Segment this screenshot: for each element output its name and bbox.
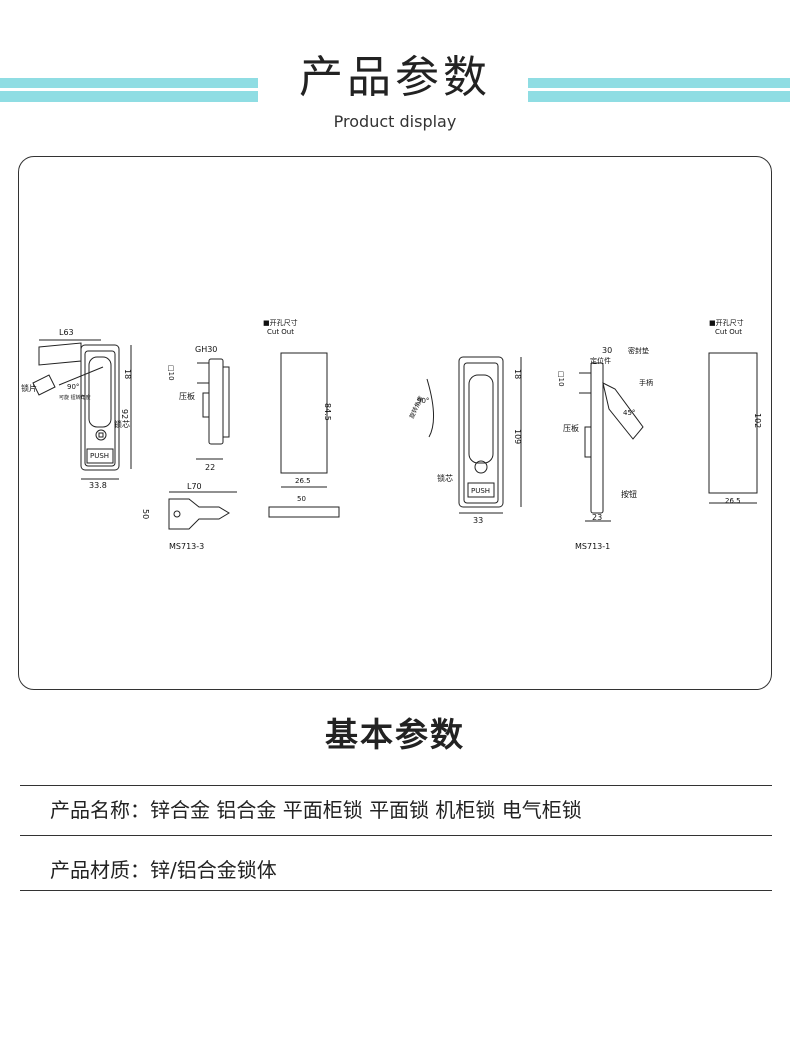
- param-row-material: 产品材质：锌/铝合金锁体: [50, 856, 277, 884]
- dim-92: 92: [120, 409, 129, 419]
- dim-109: 109: [513, 429, 522, 444]
- divider-1: [20, 785, 772, 786]
- cutout-label-cn-right: ■开孔尺寸: [709, 318, 744, 327]
- param-row-name: 产品名称：锌合金 铝合金 平面柜锁 平面锁 机柜锁 电气柜锁: [50, 796, 582, 824]
- label-locator: 定位件: [590, 356, 611, 365]
- label-seal: 密封垫: [628, 346, 649, 355]
- dim-gh30: GH30: [195, 345, 217, 354]
- model-ms713-1: MS713-1: [575, 542, 610, 551]
- label-handle: 手柄: [639, 378, 653, 387]
- header-band: [0, 0, 790, 150]
- dim-10-left: □10: [167, 365, 175, 381]
- model-ms713-3: MS713-3: [169, 542, 204, 551]
- dim-50-horizontal: 50: [297, 495, 306, 503]
- header-decor-bar-right: [528, 78, 790, 102]
- section-title: 基本参数: [325, 715, 465, 754]
- side-view-ms713-3: [196, 358, 230, 460]
- param-label-name: 产品名称：: [50, 798, 150, 822]
- param-label-material: 产品材质：: [50, 858, 150, 882]
- label-press-plate-right: 压板: [563, 423, 579, 433]
- label-button: 按钮: [621, 489, 637, 499]
- divider-2: [20, 835, 772, 836]
- side-view-ms713-1: [579, 362, 644, 522]
- label-rotation-note-right: 旋转角度: [408, 395, 425, 420]
- dim-23: 23: [592, 513, 602, 522]
- dim-102: 102: [753, 413, 762, 428]
- label-push-right: PUSH: [471, 487, 490, 495]
- front-view-ms713-3: [32, 339, 120, 471]
- label-lock-core-left: 锁芯: [114, 419, 130, 429]
- dim-l70: L70: [187, 482, 202, 491]
- page-title: 产品参数: [299, 52, 491, 103]
- lock-plate-ms713-3: [168, 491, 237, 530]
- dim-18-left: 18: [123, 369, 132, 379]
- header-decor-bar-left: [0, 78, 258, 102]
- dim-18-right: 18: [513, 369, 522, 379]
- dim-10-right: □10: [557, 371, 565, 387]
- label-lock-core-right: 锁芯: [437, 473, 453, 483]
- cutout-label-en-right: Cut Out: [715, 328, 742, 336]
- label-rotation-left: 90°: [67, 383, 79, 391]
- dim-33-8: 33.8: [89, 481, 107, 490]
- dim-26-5-right: 26.5: [725, 497, 741, 505]
- dim-33: 33: [473, 516, 483, 525]
- label-lock-plate: 锁片: [21, 383, 37, 393]
- cutout-label-cn-left: ■开孔尺寸: [263, 318, 298, 327]
- technical-drawing-panel: L63 锁片 90° 可旋 钮转角度 锁芯 PUSH 18 92 33.8 GH…: [18, 156, 772, 690]
- divider-3: [20, 890, 772, 891]
- technical-drawing: L63 锁片 90° 可旋 钮转角度 锁芯 PUSH 18 92 33.8 GH…: [21, 318, 762, 551]
- dim-angle-45: 45°: [623, 409, 635, 417]
- param-value-material: 锌/铝合金锁体: [150, 858, 277, 882]
- cutout-ms713-1: [708, 352, 758, 504]
- label-rotation-note-left: 可旋 钮转角度: [59, 394, 91, 401]
- label-rotation-right: 90°: [417, 397, 429, 405]
- dim-l63: L63: [59, 328, 74, 337]
- dim-30: 30: [602, 346, 612, 355]
- page-subtitle: Product display: [333, 112, 457, 131]
- param-value-name: 锌合金 铝合金 平面柜锁 平面锁 机柜锁 电气柜锁: [150, 798, 582, 822]
- dim-84-5: 84.5: [323, 403, 332, 421]
- cutout-label-en-left: Cut Out: [267, 328, 294, 336]
- cutout-ms713-3: [268, 352, 340, 518]
- dim-22: 22: [205, 463, 215, 472]
- label-press-plate-left: 压板: [179, 391, 195, 401]
- label-push-left: PUSH: [90, 452, 109, 460]
- front-view-ms713-1: [426, 356, 504, 508]
- dim-50-vertical: 50: [141, 509, 150, 519]
- dim-26-5-left: 26.5: [295, 477, 311, 485]
